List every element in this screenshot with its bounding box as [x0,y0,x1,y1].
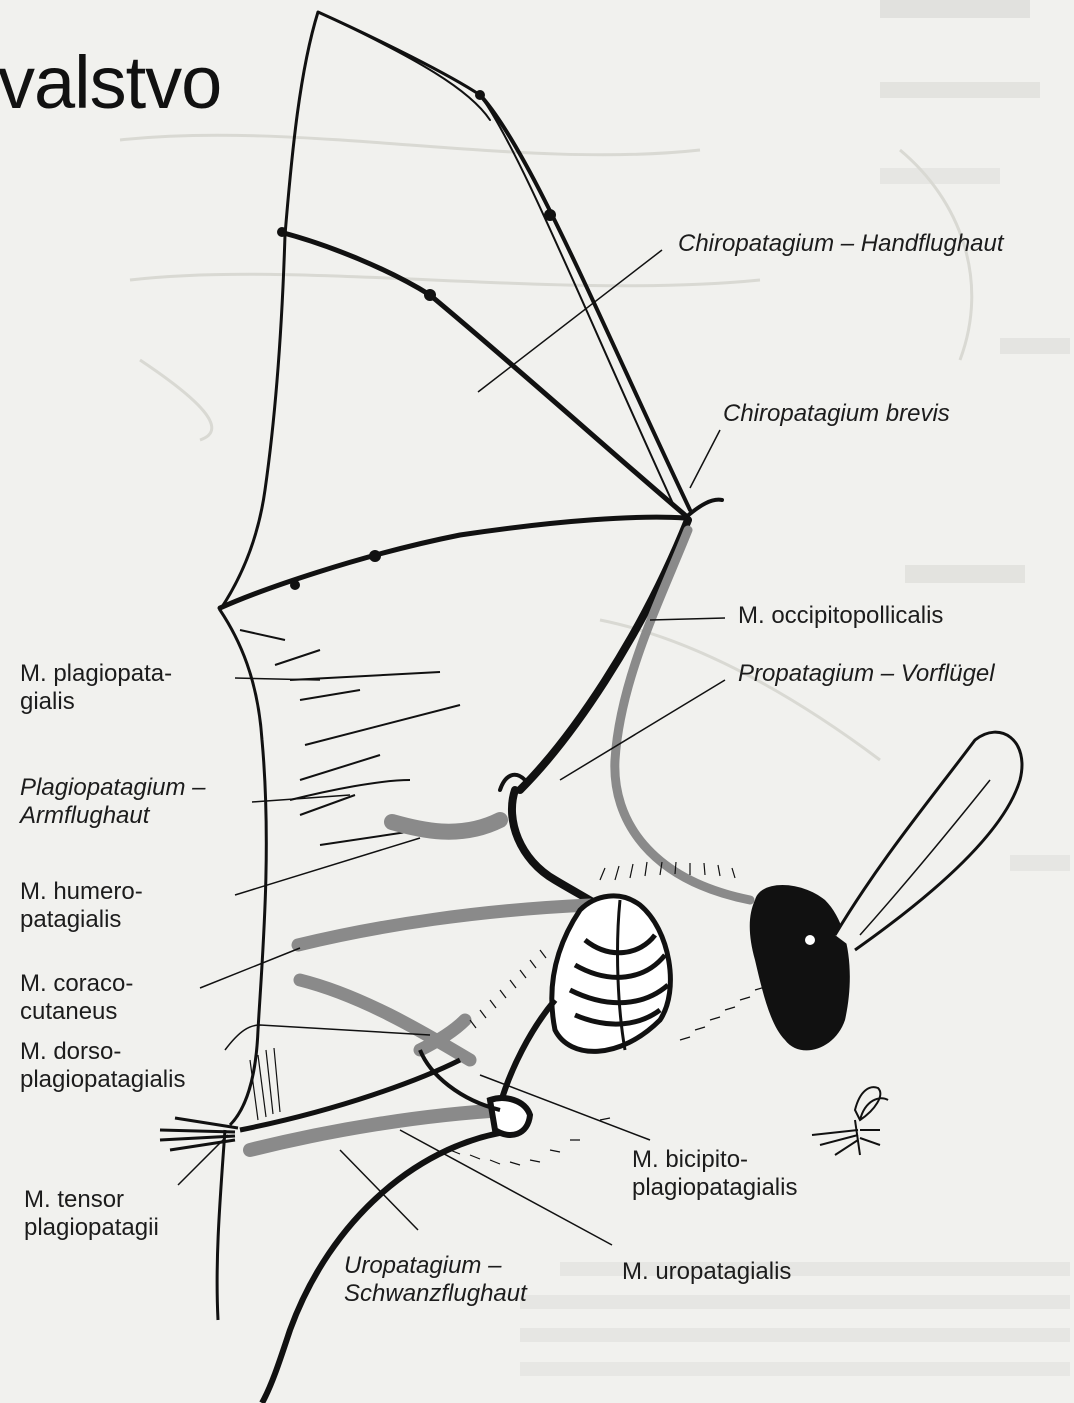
label-m-coracocutaneus: M. coraco- cutaneus [20,970,133,1026]
gray-muscles [250,530,750,1150]
label-line: M. bicipito- [632,1146,797,1174]
label-line: Armflughaut [20,802,205,830]
label-line: Plagiopatagium – [20,774,205,802]
label-plagiopatagium: Plagiopatagium – Armflughaut [20,774,205,830]
label-line: patagialis [20,906,143,934]
label-line: gialis [20,688,172,716]
label-line: plagiopatagialis [20,1066,185,1094]
label-chiropatagium-brevis: Chiropatagium brevis [723,400,950,428]
label-line: plagiopatagialis [632,1174,797,1202]
bat-ear [835,732,1022,950]
label-line: M. tensor [24,1186,159,1214]
page-title: valstvo [0,40,221,125]
insect-icon [812,1087,888,1155]
label-line: plagiopatagii [24,1214,159,1242]
label-uropatagium: Uropatagium – Schwanzflughaut [344,1252,527,1308]
hind-leg [217,1130,225,1320]
label-line: M. coraco- [20,970,133,998]
humeropatagialis-muscle [298,905,590,945]
joint-knobs [277,90,556,590]
plagiopatagialis-strokes [240,630,460,845]
label-line: M. dorso- [20,1038,185,1066]
label-propatagium: Propatagium – Vorflügel [738,660,995,688]
propatagium-muscle [392,820,500,832]
leader-lines [178,250,725,1245]
label-line: Uropatagium – [344,1252,527,1280]
label-m-tensor: M. tensor plagiopatagii [24,1186,159,1242]
bat-head [750,732,1022,1050]
label-m-occipitopollicalis: M. occipitopollicalis [738,602,943,630]
label-chiropatagium-handflughaut: Chiropatagium – Handflughaut [678,230,1004,258]
coracocutaneus-muscle [300,980,470,1060]
foot [160,1118,238,1150]
label-m-uropatagialis: M. uropatagialis [622,1258,791,1286]
label-m-humeropatagialis: M. humero- patagialis [20,878,143,934]
label-m-plagiopatagialis: M. plagiopata- gialis [20,660,172,716]
wing-membrane-outline [220,12,318,1125]
label-line: M. plagiopata- [20,660,172,688]
ribcage [552,896,671,1051]
label-line: cutaneus [20,998,133,1026]
label-m-dorsoplagiopatagialis: M. dorso- plagiopatagialis [20,1038,185,1094]
occipitopollicalis-muscle [615,530,750,900]
label-line: M. humero- [20,878,143,906]
label-line: Schwanzflughaut [344,1280,527,1308]
finger-bones [220,12,722,915]
label-m-bicipito: M. bicipito- plagiopatagialis [632,1146,797,1202]
